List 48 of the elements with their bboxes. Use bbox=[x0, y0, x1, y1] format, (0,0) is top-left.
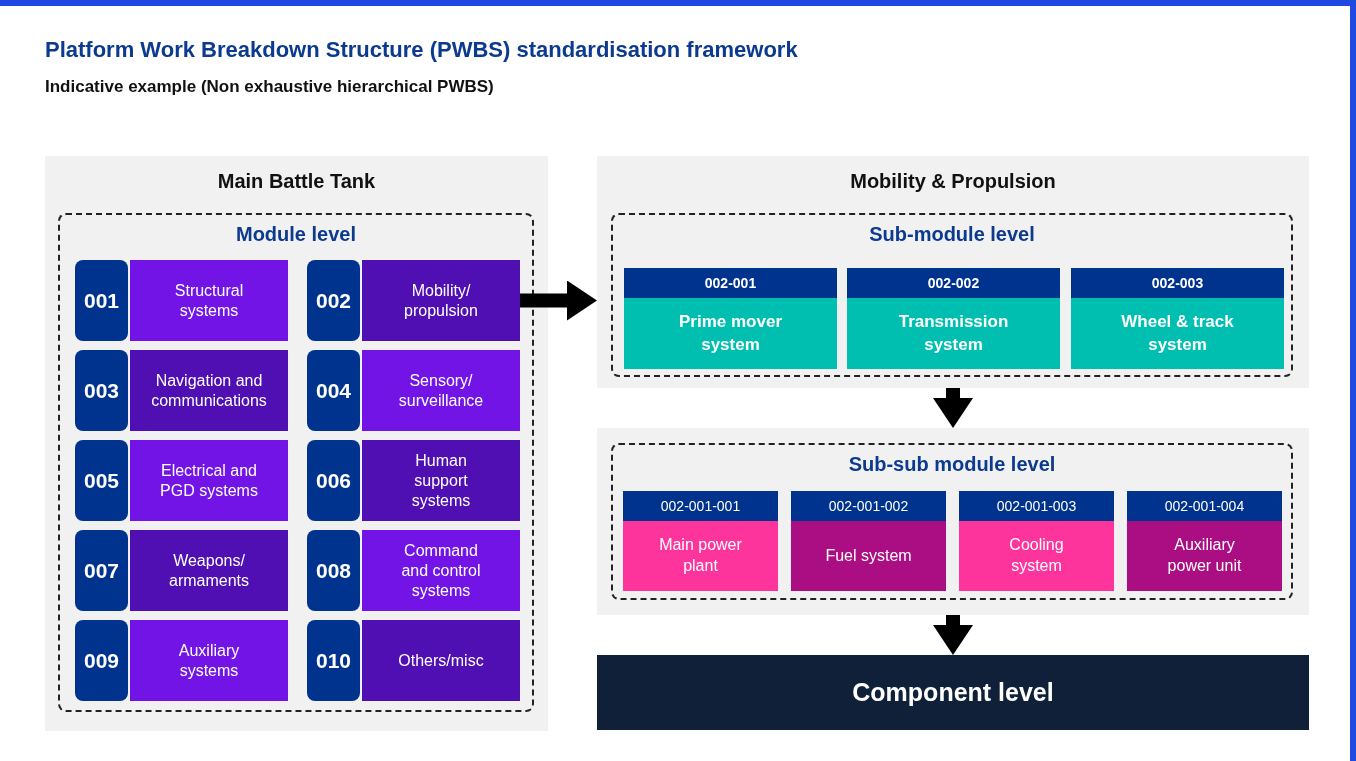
module-code-tile: 008 bbox=[307, 530, 360, 611]
level-item-tile: Prime mover system bbox=[624, 298, 837, 369]
code-header: 002-001-002 bbox=[791, 491, 946, 521]
module-name-tile: Others/misc bbox=[362, 620, 520, 701]
module-code-tile: 006 bbox=[307, 440, 360, 521]
level-title: Sub-sub module level bbox=[847, 453, 1057, 476]
module-code-tile: 004 bbox=[307, 350, 360, 431]
code-header: 002-001-003 bbox=[959, 491, 1114, 521]
level-frame bbox=[58, 213, 534, 712]
level-item-tile: Fuel system bbox=[791, 521, 946, 591]
code-header: 002-001-001 bbox=[623, 491, 778, 521]
code-header: 002-001 bbox=[624, 268, 837, 298]
page-title: Platform Work Breakdown Structure (PWBS) standardisation framework bbox=[45, 37, 798, 63]
section-panel bbox=[597, 428, 1309, 615]
module-name-tile: Command and control systems bbox=[362, 530, 520, 611]
component-level-bar: Component level bbox=[597, 655, 1309, 730]
module-name-tile: Sensory/ surveillance bbox=[362, 350, 520, 431]
level-item-tile: Main power plant bbox=[623, 521, 778, 591]
panel-title: Main Battle Tank bbox=[216, 170, 377, 193]
module-name-tile: Navigation and communications bbox=[130, 350, 288, 431]
panel-title: Mobility & Propulsion bbox=[849, 170, 1057, 193]
module-code-tile: 001 bbox=[75, 260, 128, 341]
level-item-tile: Transmission system bbox=[847, 298, 1060, 369]
module-name-tile: Electrical and PGD systems bbox=[130, 440, 288, 521]
level-item-tile: Auxiliary power unit bbox=[1127, 521, 1282, 591]
level-frame bbox=[611, 443, 1293, 600]
module-code-tile: 010 bbox=[307, 620, 360, 701]
level-title: Sub-module level bbox=[868, 223, 1036, 246]
module-name-tile: Mobility/ propulsion bbox=[362, 260, 520, 341]
module-code-tile: 007 bbox=[75, 530, 128, 611]
module-code-tile: 009 bbox=[75, 620, 128, 701]
module-name-tile: Human support systems bbox=[362, 440, 520, 521]
module-name-tile: Auxiliary systems bbox=[130, 620, 288, 701]
module-name-tile: Weapons/ armaments bbox=[130, 530, 288, 611]
level-item-tile: Wheel & track system bbox=[1071, 298, 1284, 369]
code-header: 002-003 bbox=[1071, 268, 1284, 298]
level-item-tile: Cooling system bbox=[959, 521, 1114, 591]
level-title: Module level bbox=[235, 223, 357, 246]
module-code-tile: 003 bbox=[75, 350, 128, 431]
code-header: 002-001-004 bbox=[1127, 491, 1282, 521]
module-code-tile: 005 bbox=[75, 440, 128, 521]
code-header: 002-002 bbox=[847, 268, 1060, 298]
section-panel bbox=[45, 156, 548, 731]
section-panel bbox=[597, 156, 1309, 388]
subtitle: Indicative example (Non exhaustive hierarchical PWBS) bbox=[45, 77, 494, 97]
level-frame bbox=[611, 213, 1293, 377]
module-code-tile: 002 bbox=[307, 260, 360, 341]
module-name-tile: Structural systems bbox=[130, 260, 288, 341]
